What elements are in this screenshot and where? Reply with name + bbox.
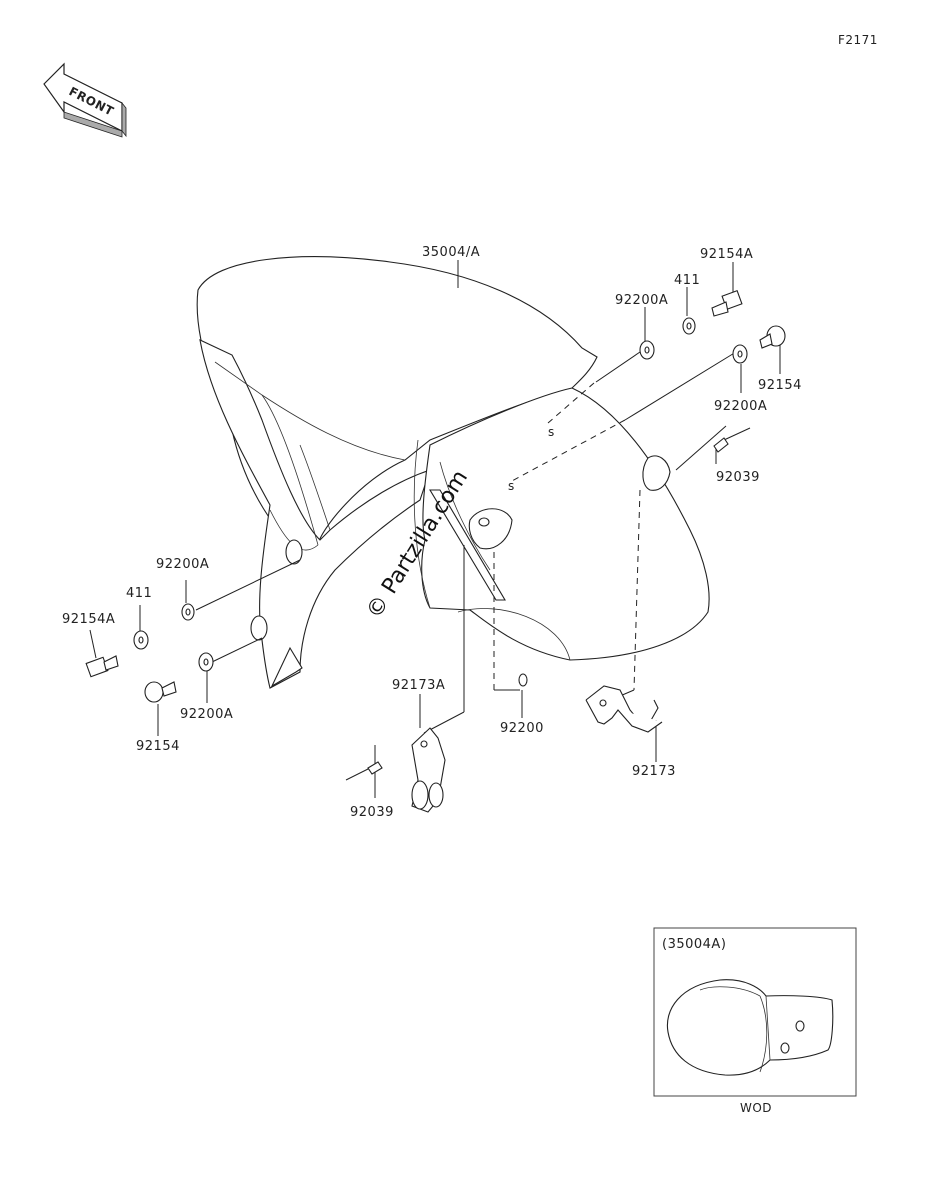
washer-center (518, 673, 528, 687)
callout-rivet-right: 92039 (716, 470, 760, 485)
bolt-left (144, 681, 177, 703)
figure-code: F2171 (838, 33, 878, 47)
callout-collar-right: 411 (674, 273, 700, 288)
inset-variant: (35004A) WOD (653, 927, 857, 1115)
hardware-parts (85, 289, 786, 813)
hole-mark-2: s (508, 479, 515, 493)
callout-washer-a-right-top: 92200A (615, 293, 668, 308)
rivet-right (713, 427, 751, 453)
inset-fender (666, 979, 834, 1076)
inset-label: (35004A) (662, 937, 726, 952)
bolt-right (759, 325, 786, 349)
hole-mark-1: s (548, 425, 555, 439)
callout-washer-a-left-top: 92200A (156, 557, 209, 572)
bolt-a-right (711, 289, 743, 317)
callout-bracket: 92173 (632, 764, 676, 779)
front-arrow-icon: FRONT (43, 62, 127, 138)
callout-collar-left: 411 (126, 586, 152, 601)
callout-washer-center: 92200 (500, 721, 544, 736)
callout-washer-a-right-bottom: 92200A (714, 399, 767, 414)
rivet-left (345, 761, 383, 781)
callout-rivet-left: 92039 (350, 805, 394, 820)
bracket (585, 685, 663, 733)
callout-bolt-a-left: 92154A (62, 612, 115, 627)
inset-caption: WOD (740, 1101, 772, 1115)
callout-bracket-a: 92173A (392, 678, 445, 693)
callout-bolt-right: 92154 (758, 378, 802, 393)
callout-fender: 35004/A (422, 245, 480, 260)
bracket-a (411, 727, 446, 813)
callout-bolt-a-right: 92154A (700, 247, 753, 262)
callout-bolt-left: 92154 (136, 739, 180, 754)
callout-labels: 35004/A 92154A 411 92200A 92154 92200A 9… (62, 245, 802, 820)
callout-washer-a-left-bottom: 92200A (180, 707, 233, 722)
bolt-a-left (85, 655, 119, 678)
